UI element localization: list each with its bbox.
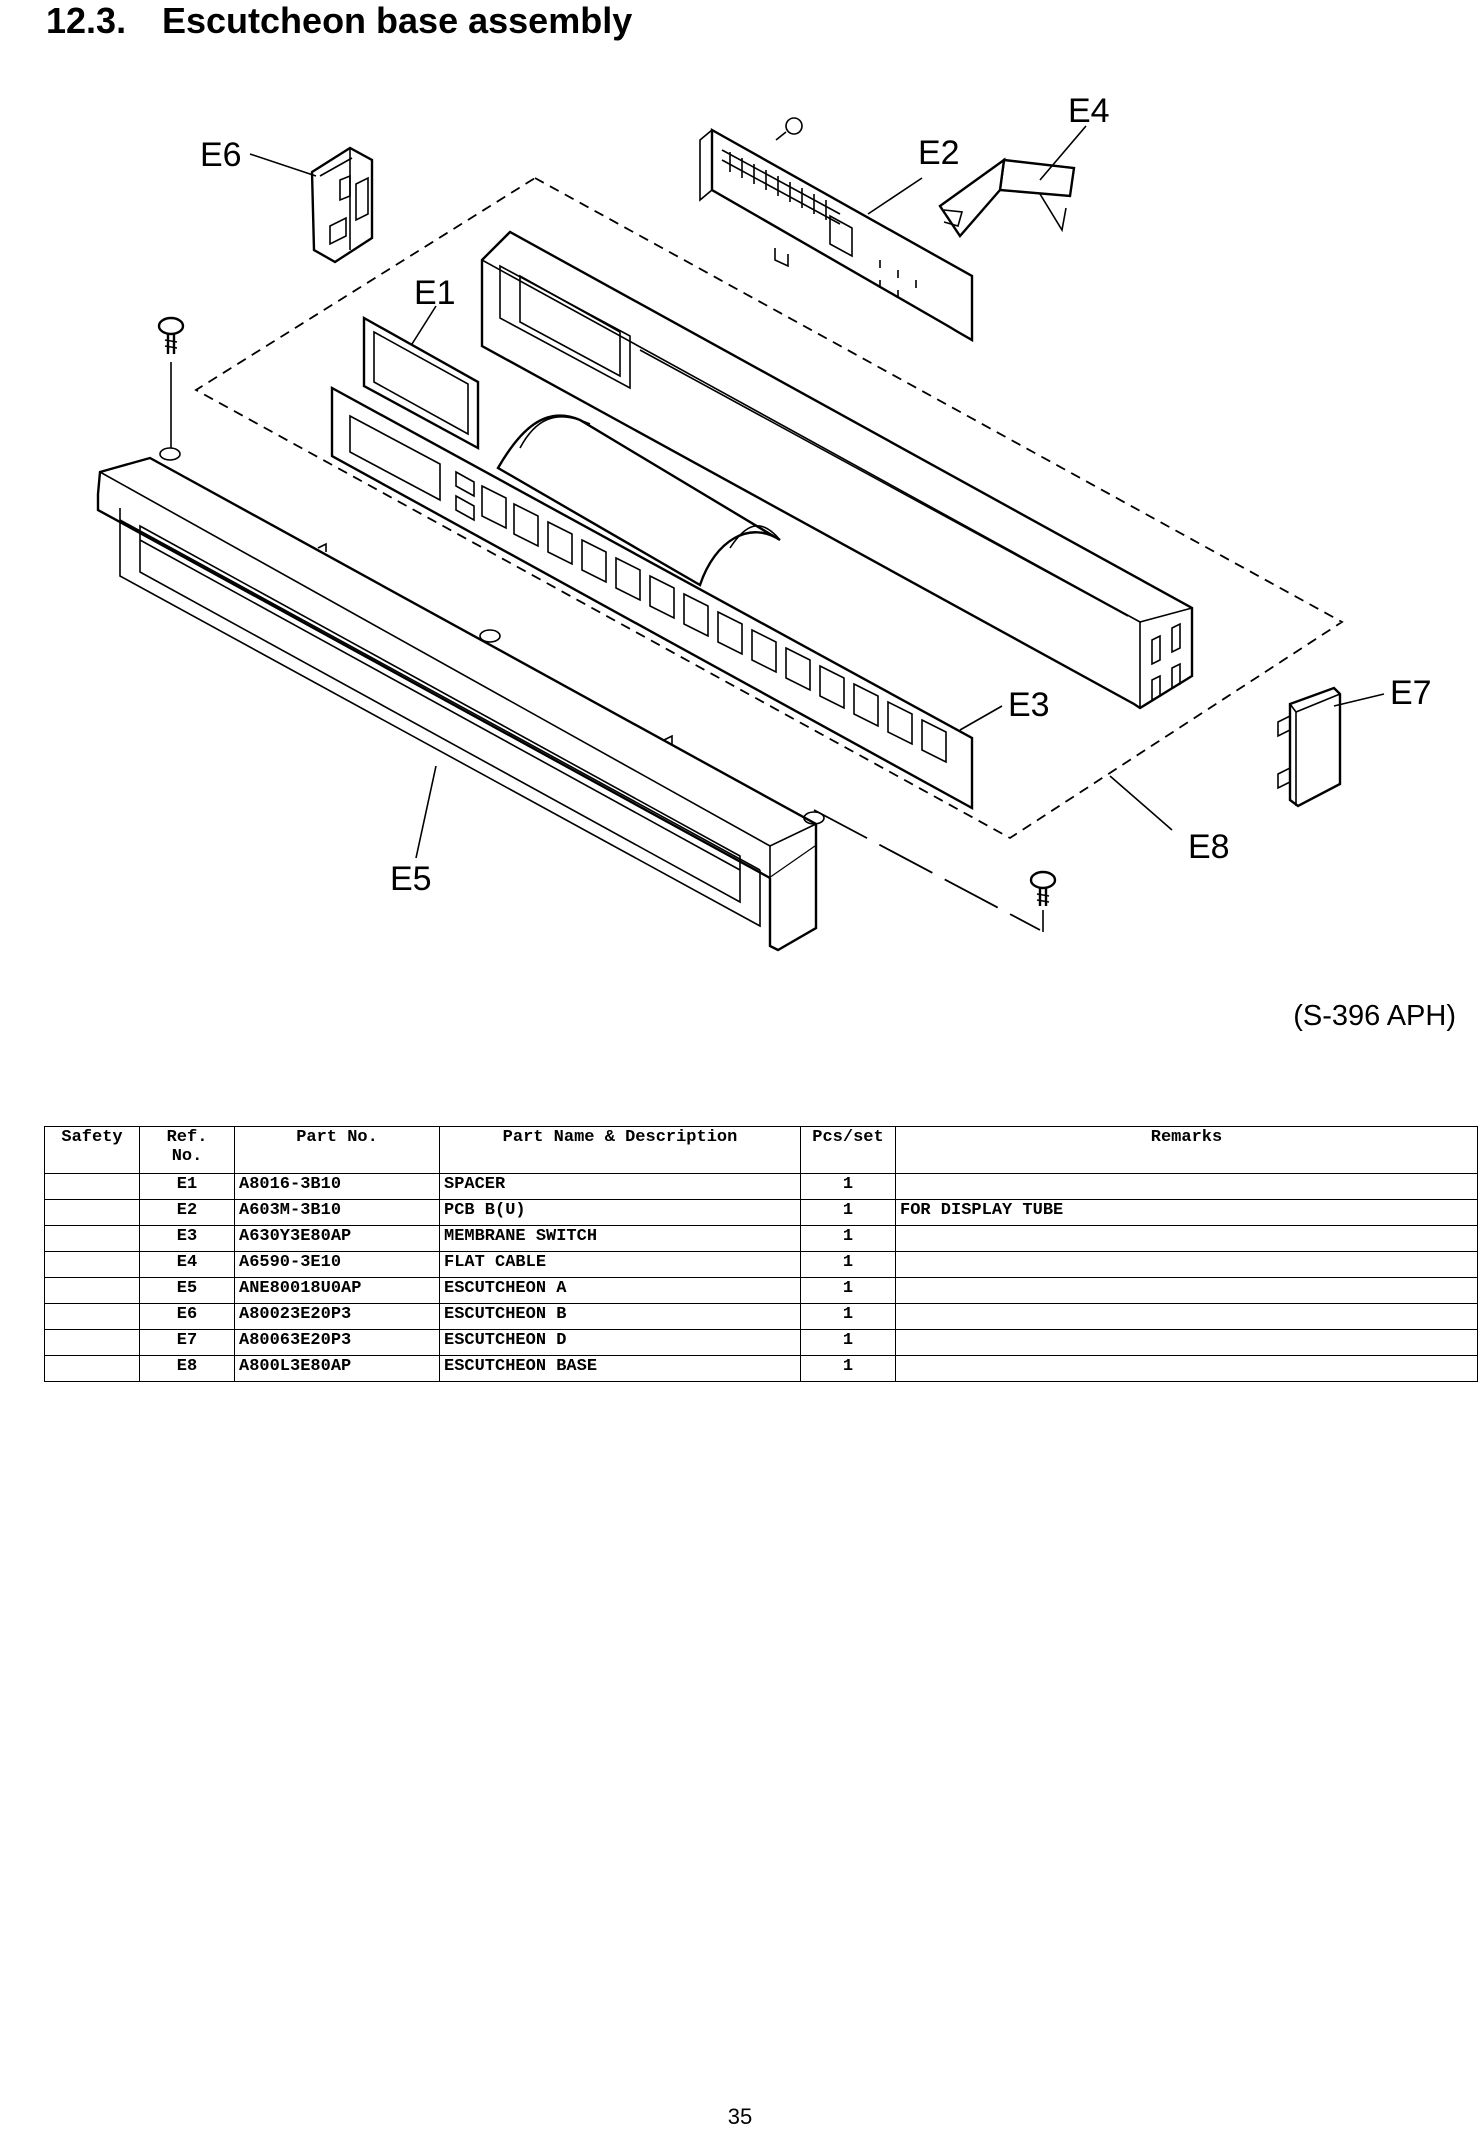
- cell-part-no: A80063E20P3: [234, 1329, 440, 1356]
- table-header-row: Safety Ref.No. Part No. Part Name & Desc…: [44, 1126, 1478, 1174]
- cell-ref: E6: [139, 1303, 235, 1330]
- table-row: E5 ANE80018U0AP ESCUTCHEON A 1: [44, 1277, 1478, 1304]
- cell-pcs: 1: [800, 1355, 896, 1382]
- cell-part-no: A80023E20P3: [234, 1303, 440, 1330]
- header-ref-no: Ref.No.: [139, 1126, 235, 1174]
- cell-name: FLAT CABLE: [439, 1251, 801, 1278]
- model-label: (S-396 APH): [1293, 1000, 1456, 1032]
- callout-e1: E1: [414, 274, 456, 312]
- cell-name: ESCUTCHEON B: [439, 1303, 801, 1330]
- callout-e2: E2: [918, 134, 960, 172]
- page-number: 35: [727, 2104, 753, 2129]
- cell-safety: [44, 1277, 140, 1304]
- table-row: E8 A800L3E80AP ESCUTCHEON BASE 1: [44, 1355, 1478, 1382]
- cell-name: SPACER: [439, 1173, 801, 1200]
- cell-remarks: [895, 1303, 1478, 1330]
- cell-ref: E4: [139, 1251, 235, 1278]
- membrane-switch-part: [330, 385, 974, 811]
- escutcheon-base-outline: [194, 176, 1344, 840]
- cell-ref: E8: [139, 1355, 235, 1382]
- cell-name: ESCUTCHEON A: [439, 1277, 801, 1304]
- screw-top-left: [157, 316, 185, 448]
- header-remarks: Remarks: [895, 1126, 1478, 1174]
- cell-pcs: 1: [800, 1199, 896, 1226]
- cell-remarks: FOR DISPLAY TUBE: [895, 1199, 1478, 1226]
- cell-remarks: [895, 1225, 1478, 1252]
- cell-ref: E2: [139, 1199, 235, 1226]
- table-row: E3 A630Y3E80AP MEMBRANE SWITCH 1: [44, 1225, 1478, 1252]
- leader-e8: [1109, 775, 1173, 831]
- header-part-no: Part No.: [234, 1126, 440, 1174]
- cell-ref: E7: [139, 1329, 235, 1356]
- cell-safety: [44, 1329, 140, 1356]
- screw-bottom-right: [1029, 870, 1057, 932]
- escutcheon-d-part: [1277, 686, 1342, 808]
- leader-e2: [867, 177, 923, 215]
- cell-pcs: 1: [800, 1329, 896, 1356]
- callout-e3: E3: [1008, 686, 1050, 724]
- exploded-view-diagram: E6 E1 E2 E4 E3 E7 E8 E5: [96, 92, 1432, 952]
- callout-e6: E6: [200, 136, 242, 174]
- cell-part-no: A8016-3B10: [234, 1173, 440, 1200]
- cell-part-no: A603M-3B10: [234, 1199, 440, 1226]
- section-title: Escutcheon base assembly: [162, 0, 633, 41]
- cell-safety: [44, 1355, 140, 1382]
- table-row: E4 A6590-3E10 FLAT CABLE 1: [44, 1251, 1478, 1278]
- callout-e7: E7: [1390, 674, 1432, 712]
- cell-remarks: [895, 1173, 1478, 1200]
- cell-pcs: 1: [800, 1303, 896, 1330]
- page-title: 12.3. Escutcheon base assembly: [46, 0, 632, 42]
- header-safety: Safety: [44, 1126, 140, 1174]
- leader-e4: [1039, 125, 1087, 181]
- cell-name: ESCUTCHEON D: [439, 1329, 801, 1356]
- cell-part-no: ANE80018U0AP: [234, 1277, 440, 1304]
- flat-cable-part: [938, 157, 1076, 238]
- callout-e5: E5: [390, 860, 432, 898]
- cell-safety: [44, 1225, 140, 1252]
- leader-e7: [1333, 693, 1385, 707]
- cell-pcs: 1: [800, 1173, 896, 1200]
- cell-ref: E3: [139, 1225, 235, 1252]
- cell-pcs: 1: [800, 1225, 896, 1252]
- leader-e5: [415, 765, 437, 859]
- pcb-board-part: [699, 117, 974, 343]
- cell-ref: E1: [139, 1173, 235, 1200]
- spacer-part: [362, 315, 480, 451]
- table-row: E1 A8016-3B10 SPACER 1: [44, 1173, 1478, 1200]
- cell-pcs: 1: [800, 1251, 896, 1278]
- callout-e4: E4: [1068, 92, 1110, 130]
- leader-e6: [249, 153, 317, 177]
- callout-e8: E8: [1188, 828, 1230, 866]
- table-row: E2 A603M-3B10 PCB B(U) 1 FOR DISPLAY TUB…: [44, 1199, 1478, 1226]
- table-row: E6 A80023E20P3 ESCUTCHEON B 1: [44, 1303, 1478, 1330]
- leader-e1: [411, 305, 437, 345]
- escutcheon-base-body: [480, 230, 1194, 710]
- header-pcs-set: Pcs/set: [800, 1126, 896, 1174]
- cell-remarks: [895, 1329, 1478, 1356]
- screw-leader-line: [813, 809, 1041, 931]
- cell-name: PCB B(U): [439, 1199, 801, 1226]
- cell-remarks: [895, 1355, 1478, 1382]
- cell-part-no: A630Y3E80AP: [234, 1225, 440, 1252]
- cell-safety: [44, 1199, 140, 1226]
- cell-ref: E5: [139, 1277, 235, 1304]
- cell-pcs: 1: [800, 1277, 896, 1304]
- cell-safety: [44, 1251, 140, 1278]
- cell-part-no: A800L3E80AP: [234, 1355, 440, 1382]
- cell-safety: [44, 1303, 140, 1330]
- cell-name: MEMBRANE SWITCH: [439, 1225, 801, 1252]
- cell-safety: [44, 1173, 140, 1200]
- leader-e3: [959, 705, 1003, 731]
- section-number: 12.3.: [46, 0, 127, 41]
- table-row: E7 A80063E20P3 ESCUTCHEON D 1: [44, 1329, 1478, 1356]
- escutcheon-b-part: [310, 146, 374, 264]
- cell-name: ESCUTCHEON BASE: [439, 1355, 801, 1382]
- cell-remarks: [895, 1251, 1478, 1278]
- parts-table: Safety Ref.No. Part No. Part Name & Desc…: [44, 1126, 1478, 1382]
- cell-part-no: A6590-3E10: [234, 1251, 440, 1278]
- cell-remarks: [895, 1277, 1478, 1304]
- header-part-name: Part Name & Description: [439, 1126, 801, 1174]
- escutcheon-a-part: [96, 447, 825, 952]
